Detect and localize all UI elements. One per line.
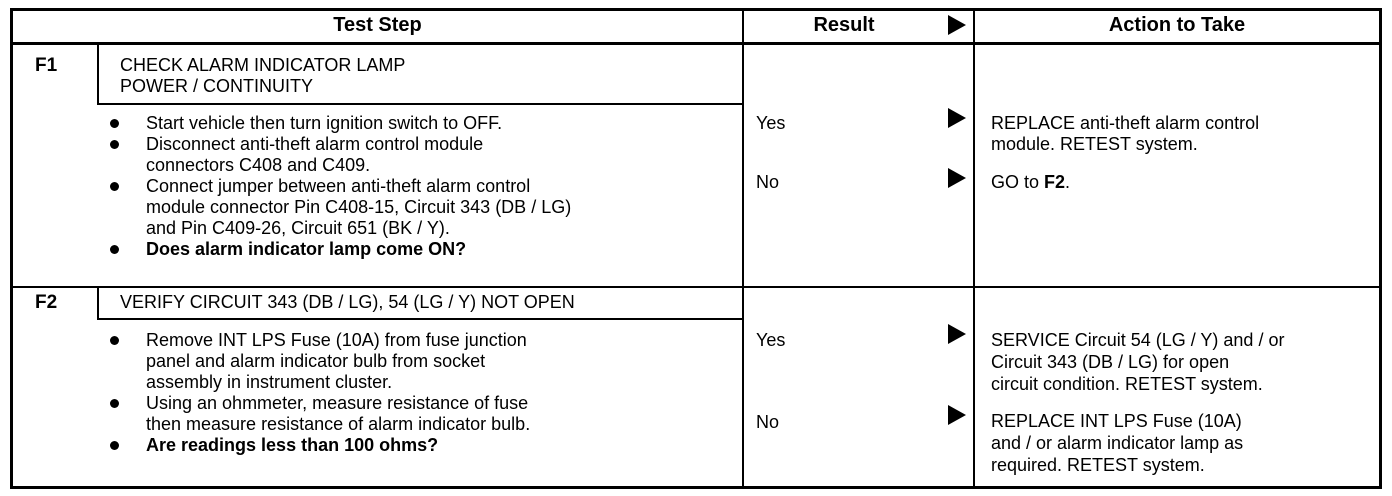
f2-no-arrow-icon <box>948 405 966 425</box>
f1-result-yes: Yes <box>756 113 786 133</box>
f2-action-no-line1: REPLACE INT LPS Fuse (10A) <box>991 411 1242 431</box>
step-divider <box>10 286 1382 288</box>
header-action: Action to Take <box>1108 14 1246 36</box>
f1-action-no-prefix: GO to <box>991 172 1045 192</box>
list-item: Does alarm indicator lamp come ON? <box>104 239 571 260</box>
step-id-f2: F2 <box>35 292 58 313</box>
step-id-f1: F1 <box>35 55 58 76</box>
list-item: Using an ohmmeter, measure resistance of… <box>104 393 530 435</box>
step-id-divider-f2 <box>97 287 99 319</box>
f1-action-yes-line1: REPLACE anti-theft alarm control <box>991 113 1260 133</box>
list-item: Connect jumper between anti-theft alarm … <box>104 176 571 239</box>
bullet-icon <box>110 399 119 408</box>
test-step-result-divider <box>742 8 744 489</box>
header-test-step: Test Step <box>333 14 422 36</box>
bullet-text: Connect jumper between anti-theft alarm … <box>146 176 572 238</box>
f2-bullet-list: Remove INT LPS Fuse (10A) from fuse junc… <box>104 330 530 456</box>
f1-action-no-suffix: . <box>1065 172 1071 192</box>
f1-no-arrow-icon <box>948 168 966 188</box>
f1-action-no: GO to F2. <box>991 172 1070 193</box>
table-border-left <box>10 8 13 489</box>
f2-action-yes-line3: circuit condition. RETEST system. <box>991 374 1263 394</box>
bullet-text: Disconnect anti-theft alarm control modu… <box>146 134 484 175</box>
header-arrow-icon <box>948 15 966 35</box>
f1-yes-arrow-icon <box>948 108 966 128</box>
table-border-right <box>1379 8 1382 489</box>
bullet-icon <box>110 119 119 128</box>
bullet-text: Using an ohmmeter, measure resistance of… <box>146 393 531 434</box>
bullet-icon <box>110 140 119 149</box>
f1-title-line1: CHECK ALARM INDICATOR LAMP <box>120 55 406 75</box>
f1-title-divider <box>97 103 744 105</box>
f2-action-yes-line2: Circuit 343 (DB / LG) for open <box>991 352 1230 372</box>
header-result: Result <box>813 14 875 36</box>
step-id-divider-f1 <box>97 44 99 104</box>
list-item: Disconnect anti-theft alarm control modu… <box>104 134 571 176</box>
bullet-icon <box>110 336 119 345</box>
list-item: Start vehicle then turn ignition switch … <box>104 113 571 134</box>
f2-result-yes: Yes <box>756 330 786 350</box>
f2-result-no: No <box>756 412 780 432</box>
bullet-text: Start vehicle then turn ignition switch … <box>146 113 503 133</box>
bullet-icon <box>110 182 119 191</box>
f2-title-divider <box>97 318 744 320</box>
f2-action-yes-line1: SERVICE Circuit 54 (LG / Y) and / or <box>991 330 1285 350</box>
bullet-icon <box>110 245 119 254</box>
f2-title: VERIFY CIRCUIT 343 (DB / LG), 54 (LG / Y… <box>120 292 575 312</box>
bullet-question: Does alarm indicator lamp come ON? <box>146 239 467 259</box>
table-border-bottom <box>10 486 1382 489</box>
bullet-text: Remove INT LPS Fuse (10A) from fuse junc… <box>146 330 527 392</box>
f2-action-no-line2: and / or alarm indicator lamp as <box>991 433 1244 453</box>
f1-action-yes-line2: module. RETEST system. <box>991 134 1198 154</box>
f1-action-no-target: F2 <box>1044 172 1066 192</box>
f1-result-no: No <box>756 172 780 192</box>
table-border-top <box>10 8 1382 11</box>
f1-title-line2: POWER / CONTINUITY <box>120 76 313 96</box>
bullet-question: Are readings less than 100 ohms? <box>146 435 439 455</box>
list-item: Remove INT LPS Fuse (10A) from fuse junc… <box>104 330 530 393</box>
f1-bullet-list: Start vehicle then turn ignition switch … <box>104 113 571 260</box>
bullet-icon <box>110 441 119 450</box>
f2-yes-arrow-icon <box>948 324 966 344</box>
header-divider <box>10 42 1382 45</box>
list-item: Are readings less than 100 ohms? <box>104 435 530 456</box>
f2-action-no-line3: required. RETEST system. <box>991 455 1205 475</box>
result-action-divider <box>973 8 975 489</box>
